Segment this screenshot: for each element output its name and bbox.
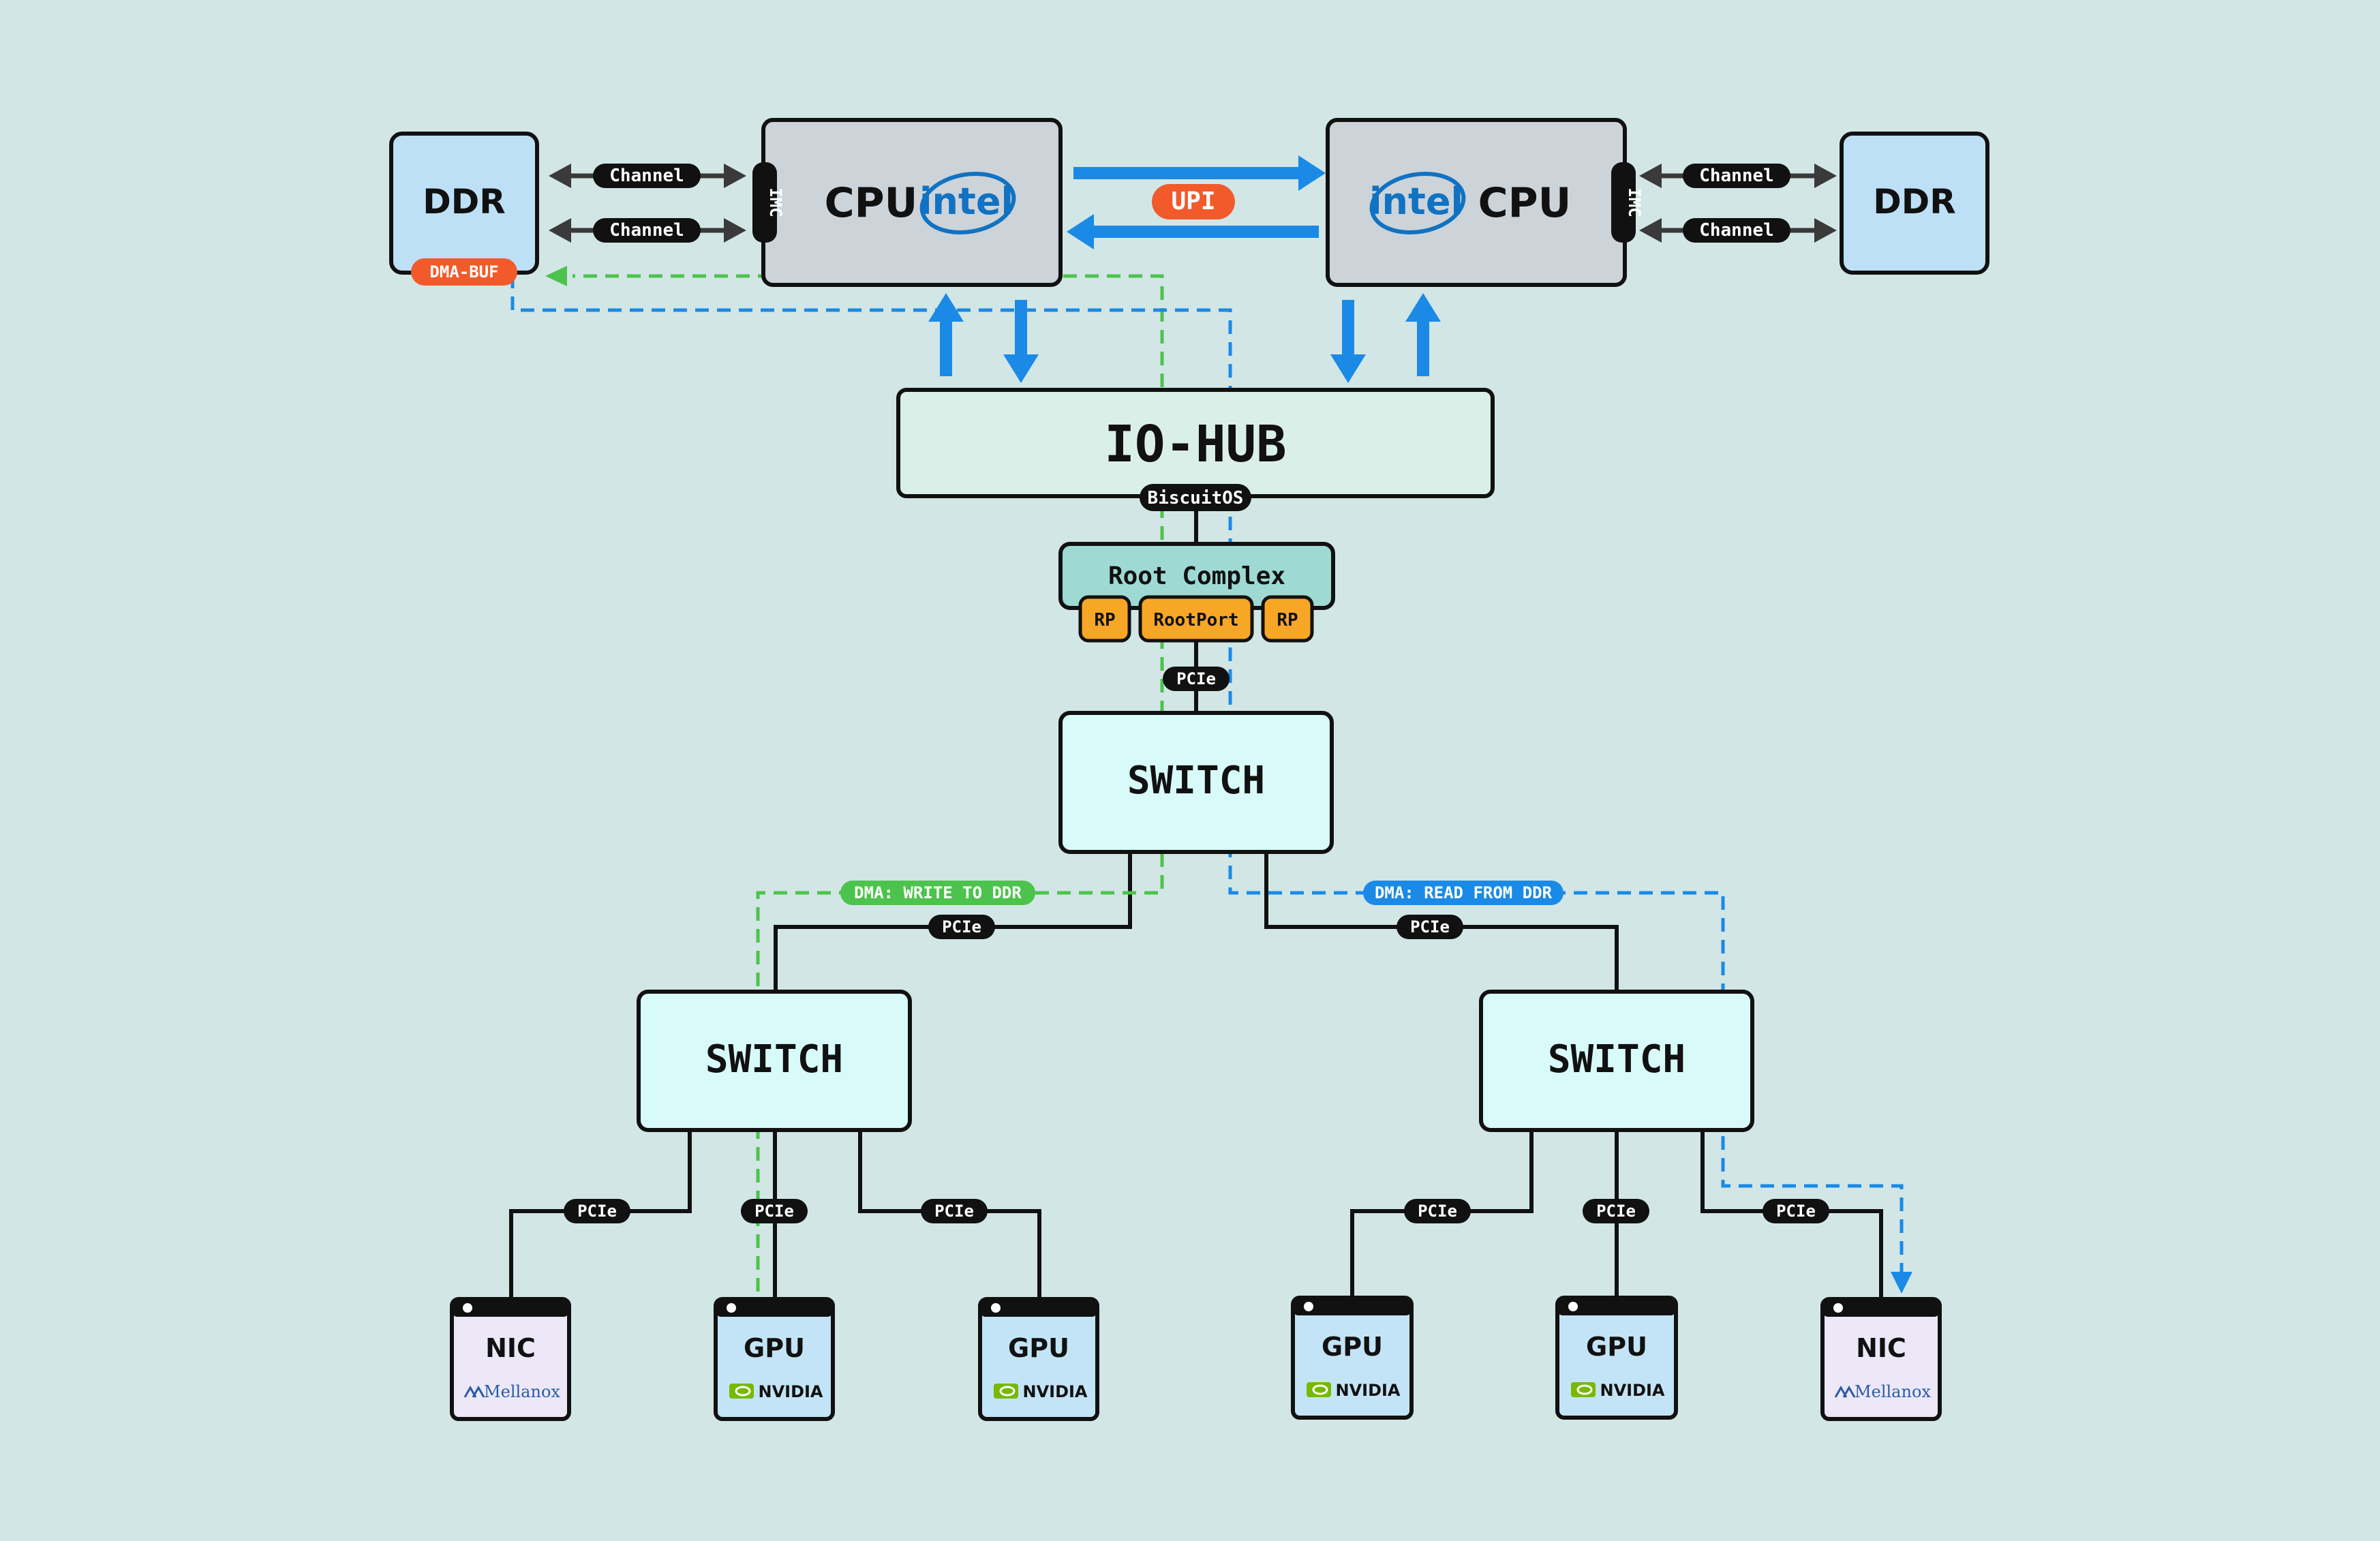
dma-buf-badge: DMA-BUF <box>429 262 498 281</box>
channel-label-2: Channel <box>609 220 684 241</box>
pcie-badges: PCIe PCIe PCIe PCIe PCIe PCIe PCIe PCIe … <box>564 667 1829 1223</box>
pcie-badge: PCIe <box>1596 1202 1636 1221</box>
switch-top-label: SWITCH <box>1127 759 1265 803</box>
cpu-right-imc-label: IMC <box>1625 187 1644 217</box>
cpu-left-brand: intel <box>919 180 1013 223</box>
cpu-right: IMC CPU intel <box>1326 118 1644 287</box>
root-complex-label: Root Complex <box>1108 562 1285 590</box>
mellanox-logo-icon: Mellanox <box>1834 1382 1931 1401</box>
pcie-badge: PCIe <box>1410 917 1450 936</box>
root-port-left-label: RP <box>1094 610 1115 630</box>
pcie-badge: PCIe <box>1776 1202 1816 1221</box>
pcie-badge: PCIe <box>577 1202 617 1221</box>
ddr-right: DDR <box>1840 132 1989 275</box>
root-port-left: RP <box>1078 595 1131 643</box>
root-port-main: RootPort <box>1138 595 1254 643</box>
cpu-left-imc-label: IMC <box>766 187 785 217</box>
channel-label-1: Channel <box>609 166 684 186</box>
root-port-main-label: RootPort <box>1153 610 1238 630</box>
device-gpu-2: GPU NVIDIA <box>978 1297 1099 1421</box>
device-label: GPU <box>1322 1332 1383 1362</box>
dma-write-badge: DMA: WRITE TO DDR <box>840 881 1035 905</box>
cpu-right-brand: intel <box>1369 180 1463 223</box>
root-port-right: RP <box>1261 595 1314 643</box>
intel-logo-icon: intel <box>919 171 1016 235</box>
nvidia-logo-icon: NVIDIA <box>1571 1381 1665 1400</box>
device-label: NIC <box>1856 1333 1906 1363</box>
nvidia-logo-icon: NVIDIA <box>994 1382 1088 1401</box>
dma-write-label: DMA: WRITE TO DDR <box>854 883 1022 902</box>
device-brand: Mellanox <box>1855 1382 1931 1401</box>
channel-label-3: Channel <box>1699 166 1774 186</box>
switch-right-label: SWITCH <box>1548 1037 1685 1082</box>
device-brand: Mellanox <box>484 1382 560 1401</box>
switch-left: SWITCH <box>637 990 912 1132</box>
dma-write-path <box>573 274 1164 1292</box>
dma-read-label: DMA: READ FROM DDR <box>1375 883 1553 902</box>
root-port-right-label: RP <box>1277 610 1298 630</box>
pcie-badge: PCIe <box>1418 1202 1457 1221</box>
pcie-badge: PCIe <box>1176 669 1216 688</box>
device-label: GPU <box>1008 1333 1069 1363</box>
device-label: GPU <box>744 1333 805 1363</box>
ddr-left-label: DDR <box>423 182 506 222</box>
cpu-left: IMC CPU intel <box>752 118 1063 287</box>
intel-logo-icon: intel <box>1369 171 1466 235</box>
switch-right: SWITCH <box>1479 990 1754 1132</box>
device-brand: NVIDIA <box>1600 1381 1664 1400</box>
channel-badges: Channel Channel Channel Channel <box>593 164 1790 243</box>
ddr-right-label: DDR <box>1873 182 1956 222</box>
io-hub: IO-HUB BiscuitOS <box>896 388 1495 511</box>
device-brand: NVIDIA <box>1335 1381 1400 1400</box>
nvidia-logo-icon: NVIDIA <box>1307 1381 1401 1400</box>
root-complex: Root Complex RP RootPort RP <box>1058 542 1335 643</box>
device-gpu-3: GPU NVIDIA <box>1291 1296 1414 1420</box>
upi-link: UPI <box>1067 155 1326 249</box>
device-label: GPU <box>1586 1332 1647 1362</box>
dma-write-arrowhead <box>545 266 567 286</box>
device-brand: NVIDIA <box>758 1382 823 1401</box>
mellanox-logo-icon: Mellanox <box>463 1382 560 1401</box>
dma-read-arrowhead <box>1891 1272 1912 1294</box>
io-hub-badge: BiscuitOS <box>1148 488 1244 508</box>
upi-label: UPI <box>1171 187 1215 215</box>
cpu-right-label: CPU <box>1478 179 1572 227</box>
device-nic-2: NIC Mellanox <box>1820 1297 1942 1421</box>
device-gpu-1: GPU NVIDIA <box>714 1297 835 1421</box>
switch-left-label: SWITCH <box>705 1037 843 1082</box>
device-nic-1: NIC Mellanox <box>450 1297 571 1421</box>
cpu-left-label: CPU <box>825 179 918 227</box>
pcie-badge: PCIe <box>934 1202 974 1221</box>
dma-read-badge: DMA: READ FROM DDR <box>1363 881 1563 905</box>
cpu-iohub-links <box>928 293 1441 383</box>
io-hub-label: IO-HUB <box>1104 415 1286 474</box>
device-brand: NVIDIA <box>1022 1382 1087 1401</box>
pcie-badge: PCIe <box>942 917 981 936</box>
switch-top: SWITCH <box>1058 711 1334 854</box>
device-gpu-4: GPU NVIDIA <box>1555 1296 1678 1420</box>
device-label: NIC <box>485 1333 536 1363</box>
pcie-badge: PCIe <box>754 1202 794 1221</box>
nvidia-logo-icon: NVIDIA <box>729 1382 823 1401</box>
ddr-left: DDR DMA-BUF <box>389 132 539 286</box>
channel-label-4: Channel <box>1699 220 1774 241</box>
